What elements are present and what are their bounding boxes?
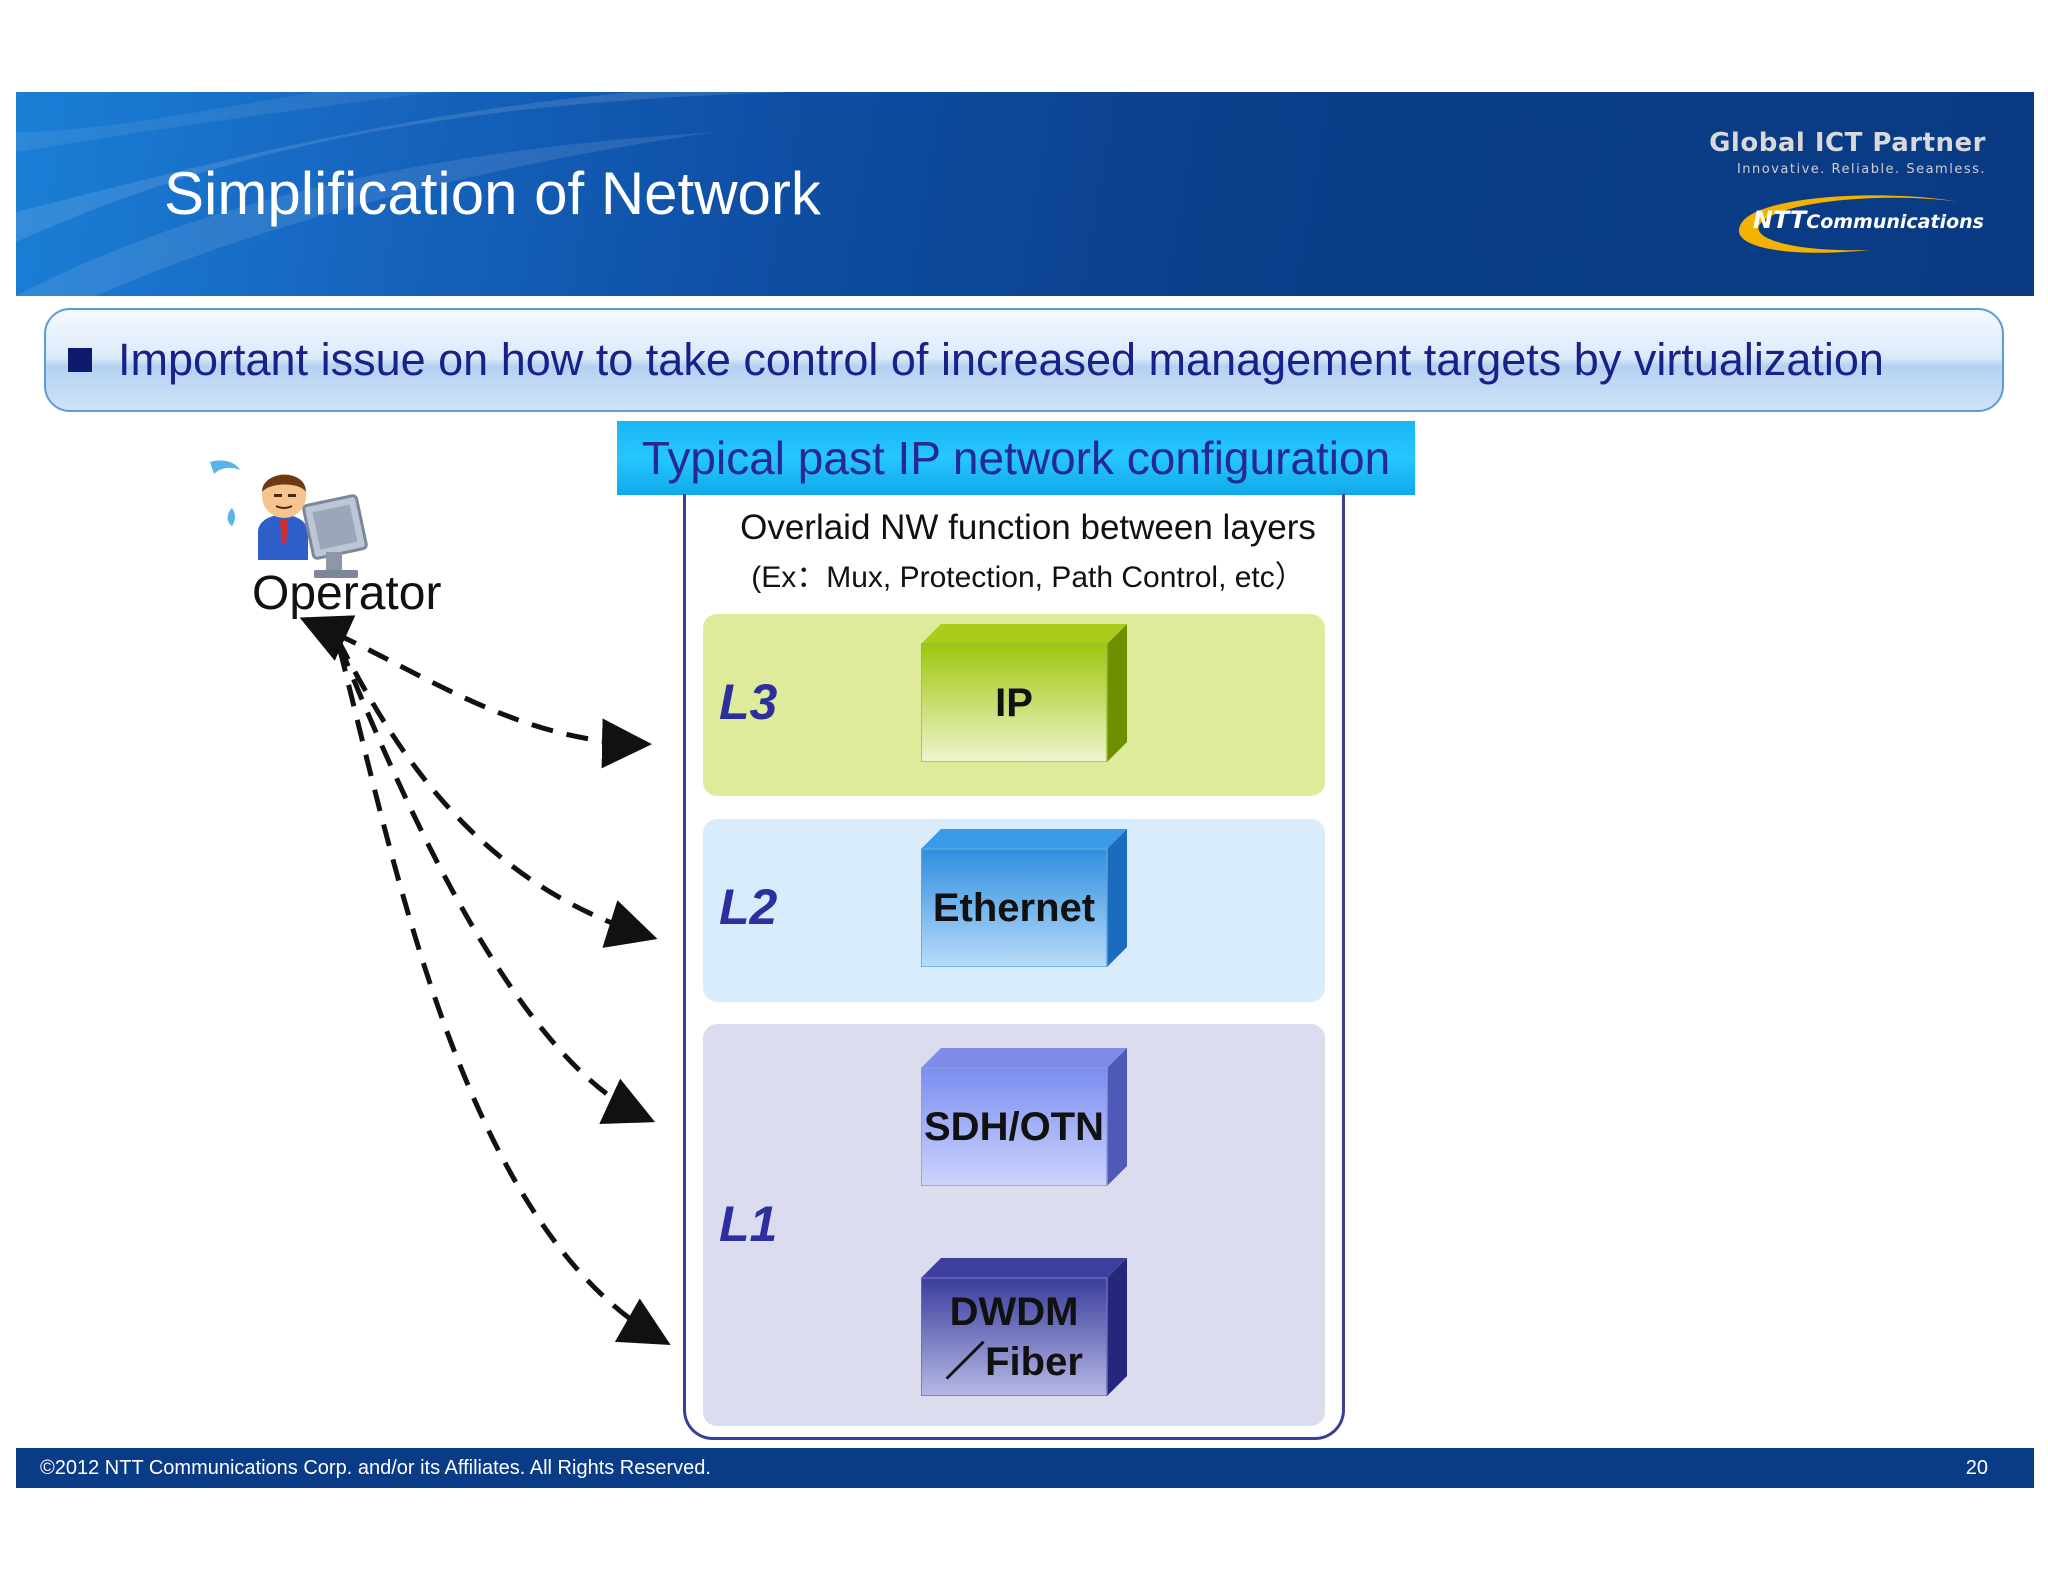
block-label-dwdm-fiber: DWDM ／Fiber [945,1290,1083,1384]
ntt-communications-logo: Global ICT Partner Innovative. Reliable.… [1709,128,1986,268]
issue-text: Important issue on how to take control o… [118,334,1884,385]
layer-l2: L2 Ethernet [703,819,1325,1002]
block-dwdm-fiber: DWDM ／Fiber [921,1258,1127,1396]
block-ip: IP [921,624,1127,762]
arrow-to-dwdm [337,649,671,1345]
header-swoosh-graphic [16,92,796,296]
slide-title: Simplification of Network [164,160,821,227]
block-ethernet: Ethernet [921,829,1127,967]
layer-l3: L3 IP [703,614,1325,796]
logo-tagline: Global ICT Partner [1709,128,1986,158]
arrow-to-l2 [335,638,658,948]
footer-bar: ©2012 NTT Communications Corp. and/or it… [16,1448,2034,1488]
copyright-text: ©2012 NTT Communications Corp. and/or it… [40,1457,711,1479]
arrow-to-sdh [337,645,656,1124]
square-bullet-icon [68,348,92,372]
page-number: 20 [1965,1457,1988,1479]
operator-label: Operator [252,567,442,620]
layer-l1: L1 SDH/OTN DWDM ／Fiber [703,1024,1325,1426]
block-label-ip: IP [995,681,1033,725]
logo-ring-icon [1738,195,1960,253]
config-frame [683,494,1345,1440]
block-label-ethernet: Ethernet [932,886,1096,930]
block-sdh-otn: SDH/OTN [921,1048,1127,1186]
layer-label-l2: L2 [719,879,778,935]
arrow-to-l3 [299,615,652,769]
config-title-box: Typical past IP network configuration [617,421,1415,495]
layer-label-l3: L3 [719,674,778,730]
config-title: Typical past IP network configuration [641,432,1391,484]
header-banner: Simplification of Network Global ICT Par… [16,92,2034,296]
block-label-sdh-otn: SDH/OTN [924,1105,1104,1149]
issue-callout: Important issue on how to take control o… [44,308,2004,412]
logo-name: NTTCommunications [1752,206,1984,234]
overlay-examples: (Ex：Mux, Protection, Path Control, etc） [751,561,1305,594]
layer-label-l1: L1 [719,1196,778,1252]
overlay-description: Overlaid NW function between layers [740,508,1316,547]
logo-subtagline: Innovative. Reliable. Seamless. [1736,162,1986,177]
operator-icon [210,460,368,578]
